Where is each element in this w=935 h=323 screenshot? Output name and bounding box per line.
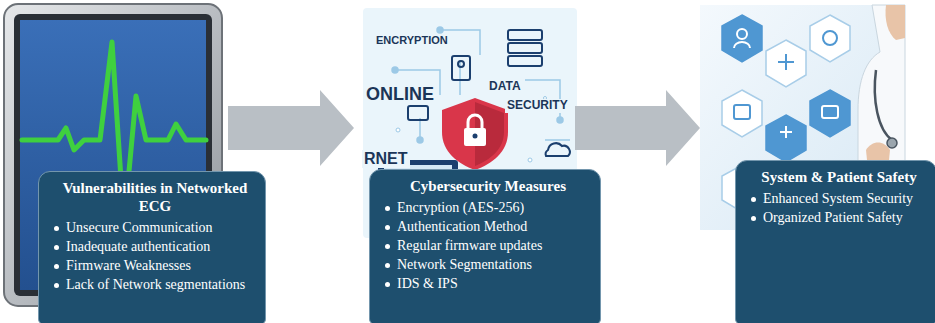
bullet-row: Unsecure Communication [53,219,257,236]
text-box: Cybersecurity MeasuresEncryption (AES-25… [369,169,601,323]
bullet-dot [54,283,59,288]
bullet-row: Firmware Weaknesses [53,257,257,274]
box-heading: System & Patient Safety [750,168,928,186]
bullet-dot [54,226,59,231]
bullet-row: Inadequate authentication [53,238,257,255]
bullet-dot [385,225,390,230]
bullet-text: Lack of Network segmentations [66,276,245,293]
bullet-row: Encryption (AES-256) [384,199,592,216]
bullet-row: IDS & IPS [384,275,592,292]
bullet-text: Authentication Method [397,218,527,235]
bullet-row: Network Segmentations [384,256,592,273]
bullet-row: Lack of Network segmentations [53,276,257,293]
box-heading: Cybersecurity Measures [384,177,592,195]
block-arrow [228,90,354,166]
text-box: System & Patient SafetyEnhanced System S… [735,160,935,323]
picture-label: RNET [362,150,410,168]
bullet-text: Inadequate authentication [66,238,210,255]
text-box: Vulnerabilities in Networked ECG Unsecure… [38,171,266,323]
bullet-text: Regular firmware updates [397,237,542,254]
bullet-dot [385,244,390,249]
block-arrow [575,90,700,166]
picture-label: DATA [487,80,523,94]
bullet-row: Enhanced System Security [750,190,928,207]
bullet-dot [751,216,756,221]
picture-label: ONLINE [364,84,436,105]
bullet-dot [54,245,59,250]
bullet-row: Organized Patient Safety [750,209,928,226]
bullet-text: Organized Patient Safety [763,209,903,226]
bullet-text: IDS & IPS [397,275,458,292]
bullet-dot [385,263,390,268]
box-heading: Vulnerabilities in Networked ECG [53,179,257,215]
bullet-dot [751,197,756,202]
bullet-dot [54,264,59,269]
bullet-row: Regular firmware updates [384,237,592,254]
picture-label: SECURITY [505,99,570,113]
bullet-text: Firmware Weaknesses [66,257,191,274]
picture-label: ENCRYPTION [374,34,450,47]
ecg-monitor [4,4,222,306]
bullet-dot [385,206,390,211]
bullet-text: Unsecure Communication [66,219,213,236]
bullet-row: Authentication Method [384,218,592,235]
bullet-text: Encryption (AES-256) [397,199,524,216]
bullet-dot [385,282,390,287]
bullet-text: Enhanced System Security [763,190,913,207]
bullet-text: Network Segmentations [397,256,532,273]
